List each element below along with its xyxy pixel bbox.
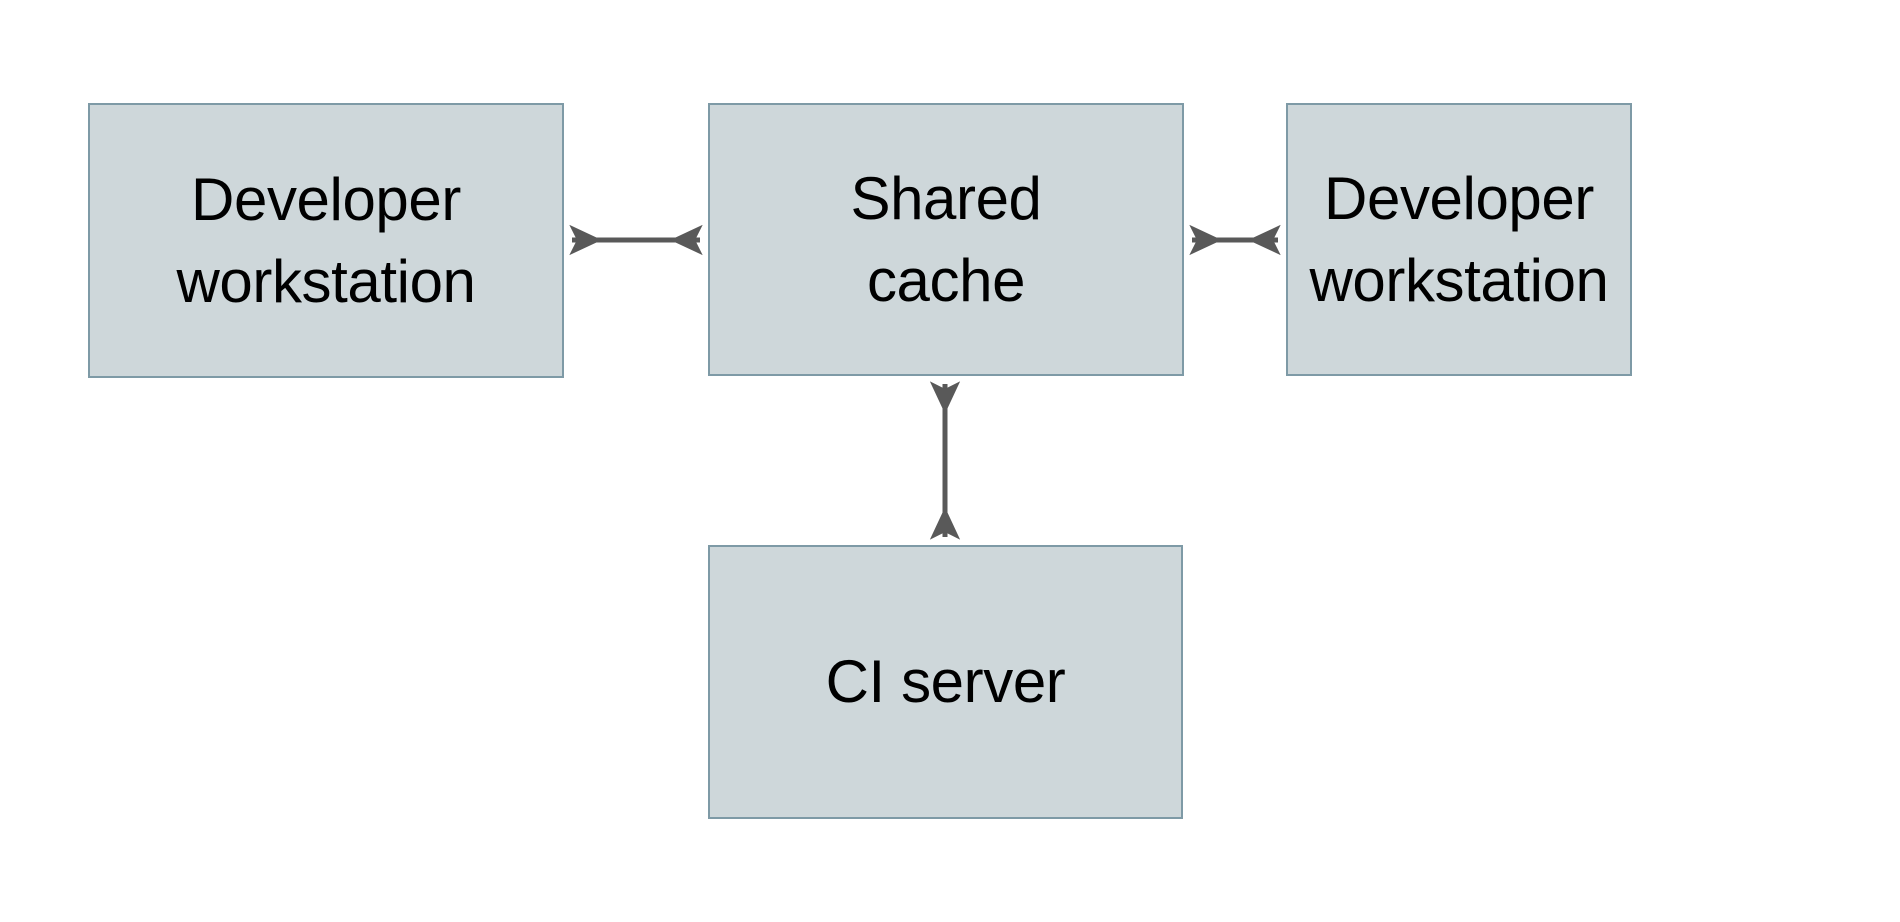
node-label: CI server: [825, 648, 1066, 716]
node-label: Developer workstation: [176, 165, 476, 315]
node-label: Developer workstation: [1309, 164, 1609, 314]
node-label: Shared cache: [850, 164, 1042, 314]
node-ci-server[interactable]: CI server: [708, 545, 1183, 819]
node-developer-workstation-right[interactable]: Developer workstation: [1286, 103, 1632, 376]
node-shared-cache[interactable]: Shared cache: [708, 103, 1184, 376]
node-developer-workstation-left[interactable]: Developer workstation: [88, 103, 564, 378]
